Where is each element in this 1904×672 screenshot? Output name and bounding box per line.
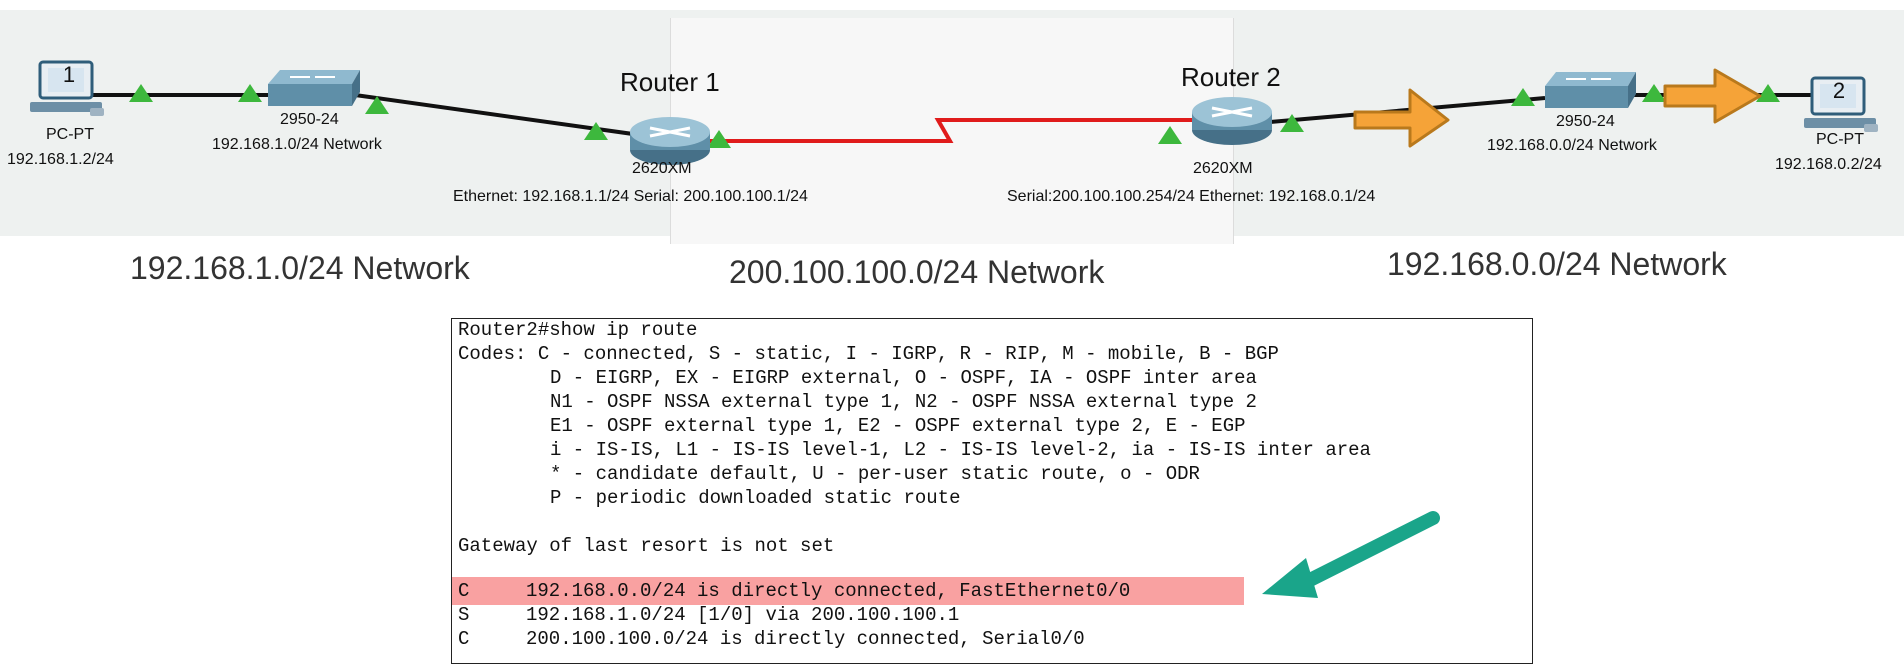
router2-icon xyxy=(1192,97,1272,145)
route-row: S 192.168.1.0/24 [1/0] via 200.100.100.1 xyxy=(458,604,959,626)
switch1-network-label: 192.168.1.0/24 Network xyxy=(212,136,382,153)
cli-command: Router2#show ip route xyxy=(458,319,698,341)
route-code: S xyxy=(458,604,470,626)
topology-links xyxy=(30,60,1878,165)
switch2-model-label: 2950-24 xyxy=(1556,113,1615,130)
route-code: C xyxy=(458,580,470,602)
route-text: 192.168.1.0/24 [1/0] via 200.100.100.1 xyxy=(526,604,960,626)
router1-model-label: 2620XM xyxy=(632,160,692,177)
pc2-type-label: PC-PT xyxy=(1816,131,1864,148)
serial-link xyxy=(700,118,1210,143)
pc1-number: 1 xyxy=(62,62,76,87)
link-light xyxy=(1511,88,1535,106)
link-light xyxy=(707,130,731,148)
router2-name: Router 2 xyxy=(1181,62,1281,92)
network-label-right: 192.168.0.0/24 Network xyxy=(1387,246,1727,282)
route-code: C xyxy=(458,628,470,650)
link-light xyxy=(1756,84,1780,102)
cli-codes-line: * - candidate default, U - per-user stat… xyxy=(550,463,1200,485)
router2-interfaces-label: Serial:200.100.100.254/24 Ethernet: 192.… xyxy=(1007,188,1376,205)
orange-arrow-icon xyxy=(1663,68,1762,124)
cli-codes-line: P - periodic downloaded static route xyxy=(550,487,961,509)
link-light xyxy=(129,84,153,102)
topology-diagram: 1 2 PC-PT 192.168.1.2/24 2950-24 192.168… xyxy=(0,10,1904,244)
router2-model-label: 2620XM xyxy=(1193,160,1253,177)
switch1-icon xyxy=(268,70,360,106)
pc2-icon xyxy=(1804,76,1878,132)
cli-codes-line: Codes: C - connected, S - static, I - IG… xyxy=(458,343,1279,365)
network-label-left: 192.168.1.0/24 Network xyxy=(130,250,470,286)
router1-interfaces-label: Ethernet: 192.168.1.1/24 Serial: 200.100… xyxy=(453,188,808,205)
route-text: 200.100.100.0/24 is directly connected, … xyxy=(526,628,1085,650)
link-light xyxy=(238,84,262,102)
pc1-type-label: PC-PT xyxy=(46,126,94,143)
link-light xyxy=(1642,84,1666,102)
orange-arrow-icon xyxy=(1353,88,1450,148)
pc2-number: 2 xyxy=(1832,78,1846,103)
link-light xyxy=(584,122,608,140)
router1-name: Router 1 xyxy=(620,67,720,97)
cli-codes-line: E1 - OSPF external type 1, E2 - OSPF ext… xyxy=(550,415,1246,437)
switch2-icon xyxy=(1545,72,1636,108)
switch2-network-label: 192.168.0.0/24 Network xyxy=(1487,137,1657,154)
pc1-ip-label: 192.168.1.2/24 xyxy=(7,151,114,168)
cli-output-panel: Router2#show ip route Codes: C - connect… xyxy=(451,318,1533,664)
pc2-ip-label: 192.168.0.2/24 xyxy=(1775,156,1882,173)
route-text: 192.168.0.0/24 is directly connected, Fa… xyxy=(526,580,1131,602)
cli-codes-line: N1 - OSPF NSSA external type 1, N2 - OSP… xyxy=(550,391,1257,413)
link-light xyxy=(1158,126,1182,144)
link-light xyxy=(365,96,389,114)
cli-codes-line: i - IS-IS, L1 - IS-IS level-1, L2 - IS-I… xyxy=(550,439,1371,461)
link-router2-switch2 xyxy=(1269,96,1546,124)
router1-icon xyxy=(630,117,710,165)
switch1-model-label: 2950-24 xyxy=(280,111,339,128)
serial-link-panel xyxy=(670,18,1234,244)
cli-codes-line: D - EIGRP, EX - EIGRP external, O - OSPF… xyxy=(550,367,1257,389)
network-label-center: 200.100.100.0/24 Network xyxy=(729,254,1105,290)
highlighted-route-row xyxy=(452,577,1244,605)
cli-gateway-line: Gateway of last resort is not set xyxy=(458,535,835,557)
route-row: C 192.168.0.0/24 is directly connected, F… xyxy=(458,580,1130,602)
route-row: C 200.100.100.0/24 is directly connected,… xyxy=(458,628,1085,650)
pc1-icon xyxy=(30,60,104,116)
link-light xyxy=(1280,114,1304,132)
